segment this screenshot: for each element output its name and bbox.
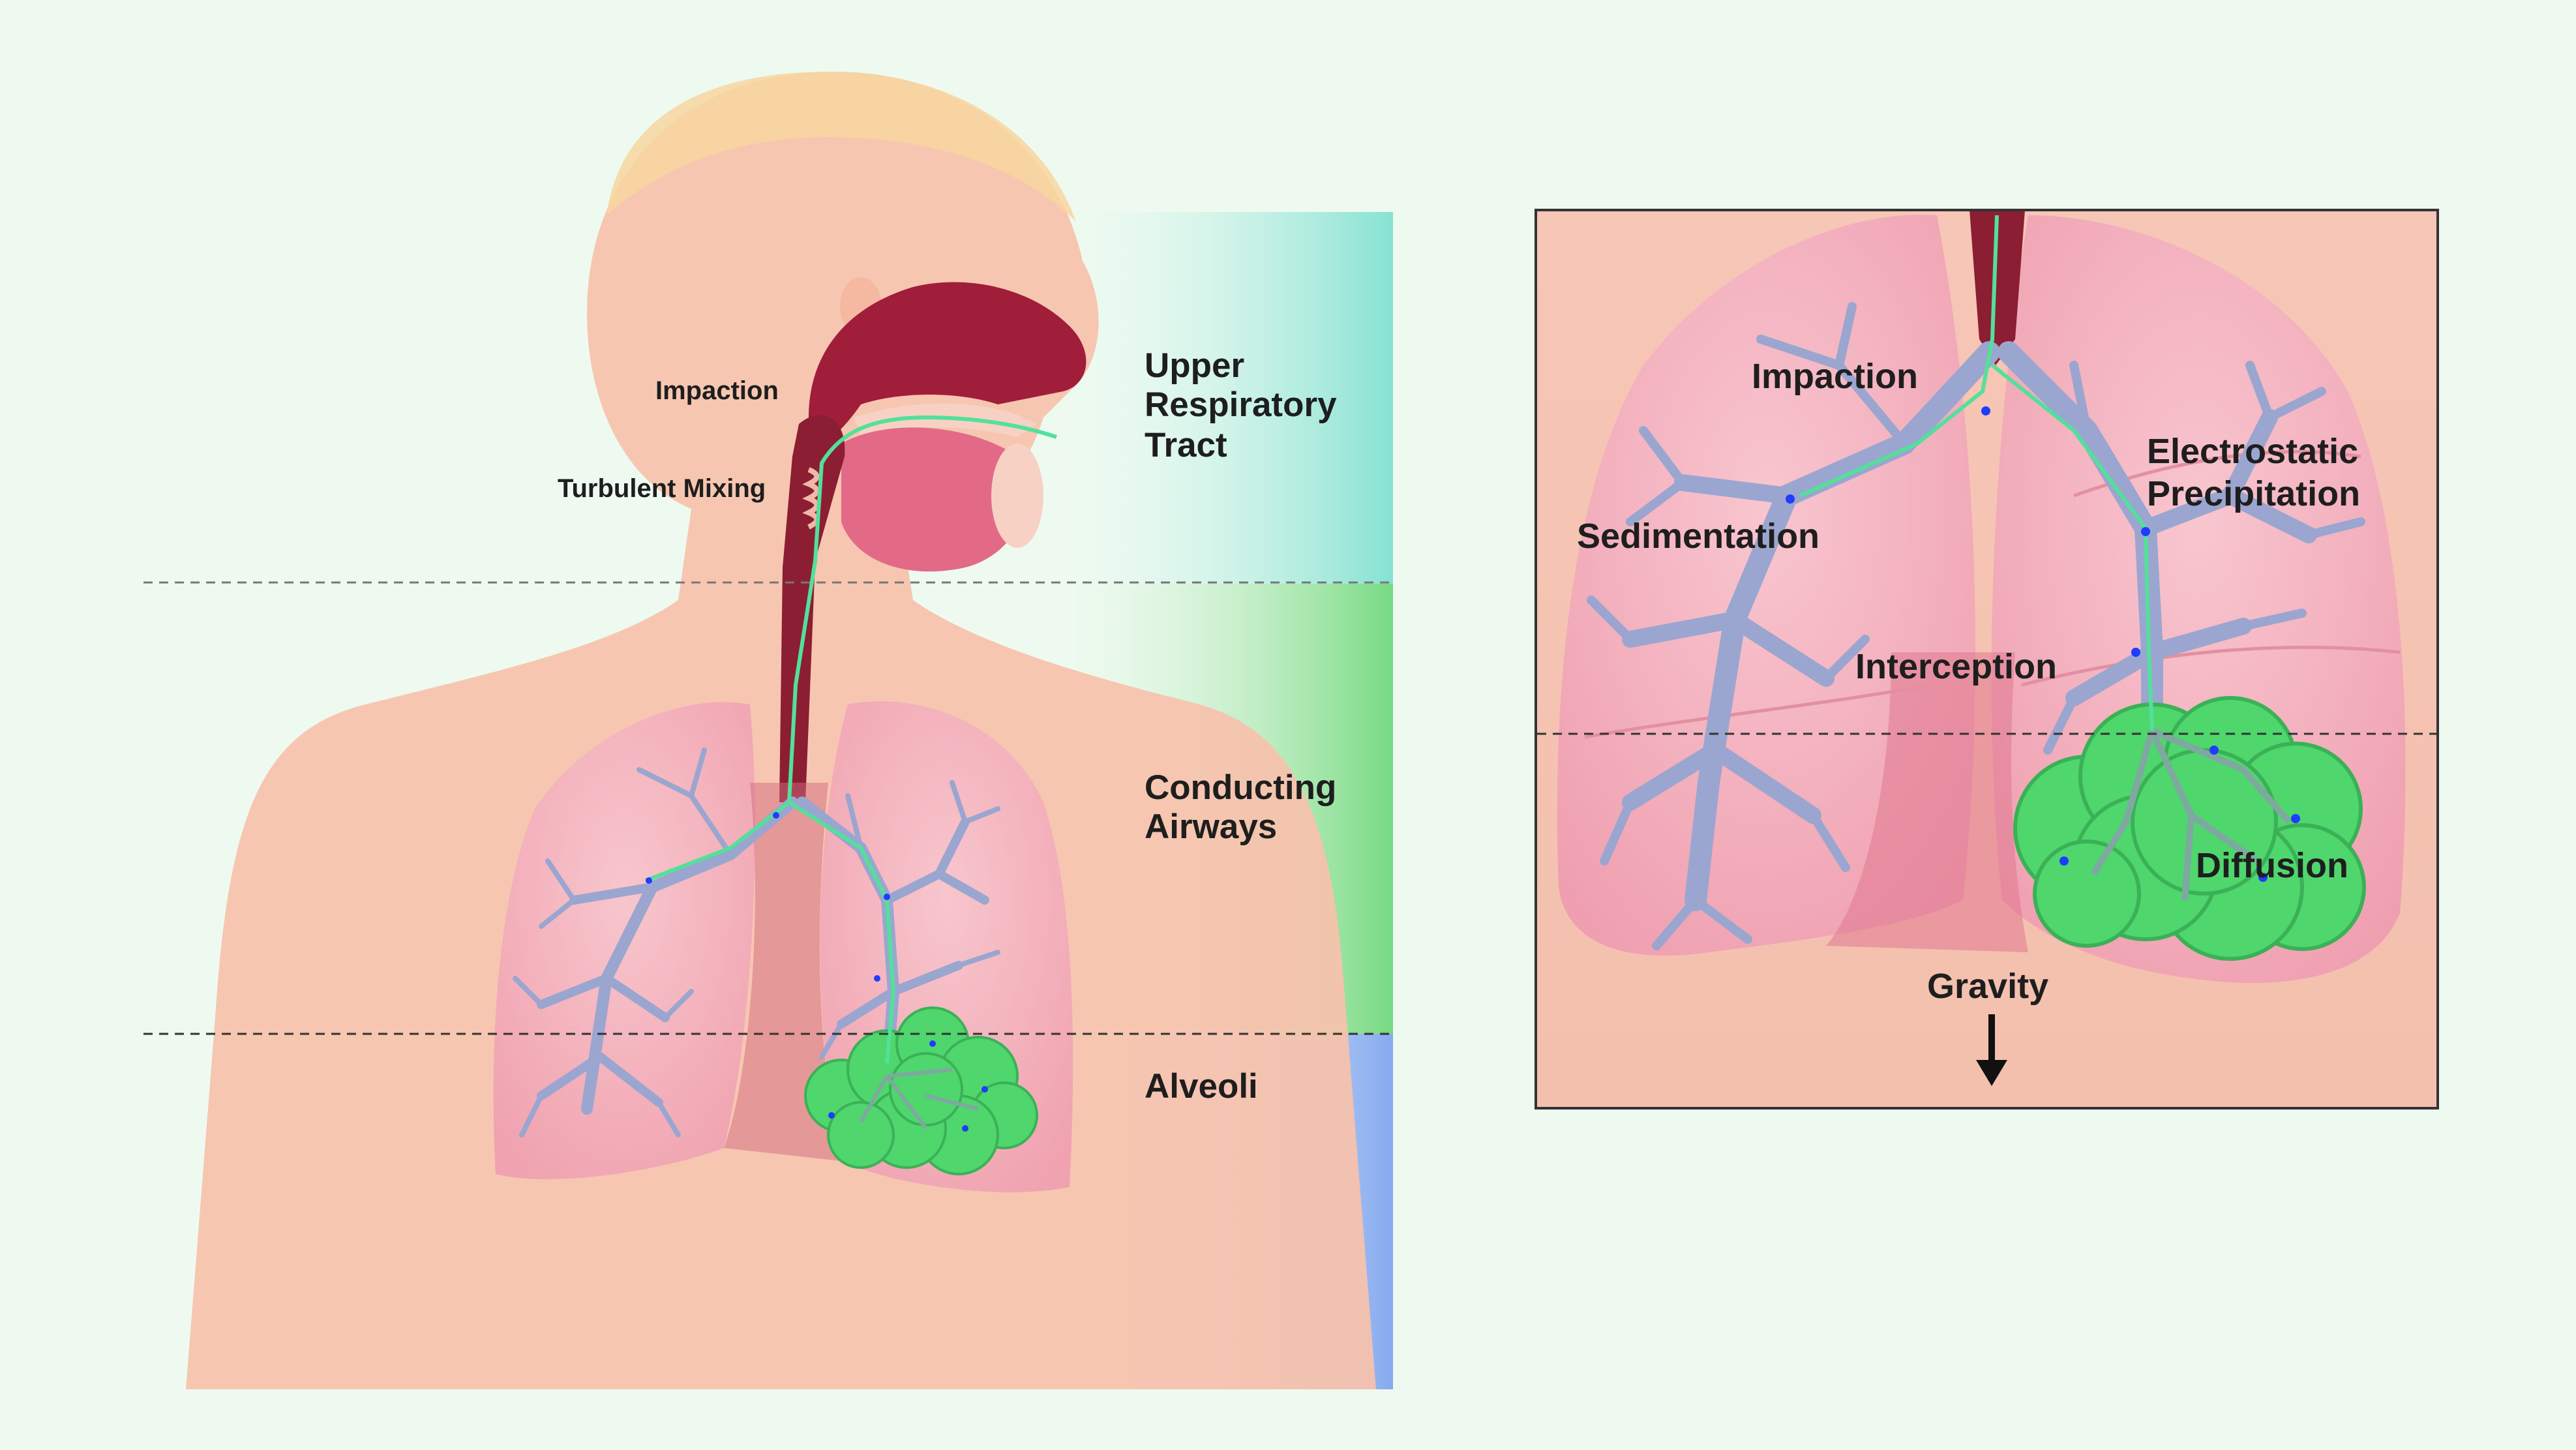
zoom-trachea — [1969, 211, 2025, 365]
svg-text:Airways: Airways — [1145, 808, 1277, 846]
label-turbulent-mixing: Turbulent Mixing — [558, 474, 766, 503]
region-label-upper: Upper Respiratory Tract — [1145, 346, 1337, 464]
zoom-label-interception: Interception — [1855, 647, 2057, 686]
lip — [991, 444, 1043, 548]
svg-text:Precipitation: Precipitation — [2147, 474, 2360, 513]
larynx-rings — [802, 467, 820, 530]
zoom-alveoli-inner-branches — [2090, 727, 2292, 901]
svg-text:Electrostatic: Electrostatic — [2147, 432, 2358, 471]
zoom-label-sedimentation: Sedimentation — [1577, 517, 1820, 556]
zoom-mediastinum — [1826, 652, 2028, 952]
nasal-cavity — [809, 282, 1086, 457]
head-top — [607, 72, 1076, 222]
zoom-label-electrostatic-precipitation: Electrostatic Precipitation — [2147, 432, 2360, 513]
region-label-alveoli: Alveoli — [1145, 1067, 1258, 1106]
mediastinum — [724, 783, 841, 1161]
zoom-label-impaction: Impaction — [1752, 357, 1918, 396]
zoom-particles — [1786, 406, 2300, 882]
lung-zoom-panel: Impaction Sedimentation Electrostatic Pr… — [1535, 209, 2439, 1110]
alveoli-cluster-small — [804, 1006, 1038, 1175]
svg-text:Upper: Upper — [1145, 346, 1244, 385]
tongue — [841, 427, 1028, 572]
upper-tract-band — [1076, 212, 1393, 584]
body-figure: Impaction Turbulent Mixing Upper Respira… — [143, 72, 1393, 1389]
particles-small — [646, 812, 988, 1132]
zoom-label-gravity: Gravity — [1927, 967, 2048, 1006]
alveoli-inner-branches — [859, 1068, 979, 1130]
svg-text:Respiratory: Respiratory — [1145, 385, 1337, 424]
region-label-conducting: Conducting Airways — [1145, 768, 1336, 846]
zoom-label-diffusion: Diffusion — [2196, 846, 2348, 885]
svg-text:Conducting: Conducting — [1145, 768, 1336, 807]
svg-text:Tract: Tract — [1145, 426, 1227, 464]
label-impaction-head: Impaction — [655, 376, 779, 405]
gravity-arrow-icon — [1976, 1014, 2007, 1086]
